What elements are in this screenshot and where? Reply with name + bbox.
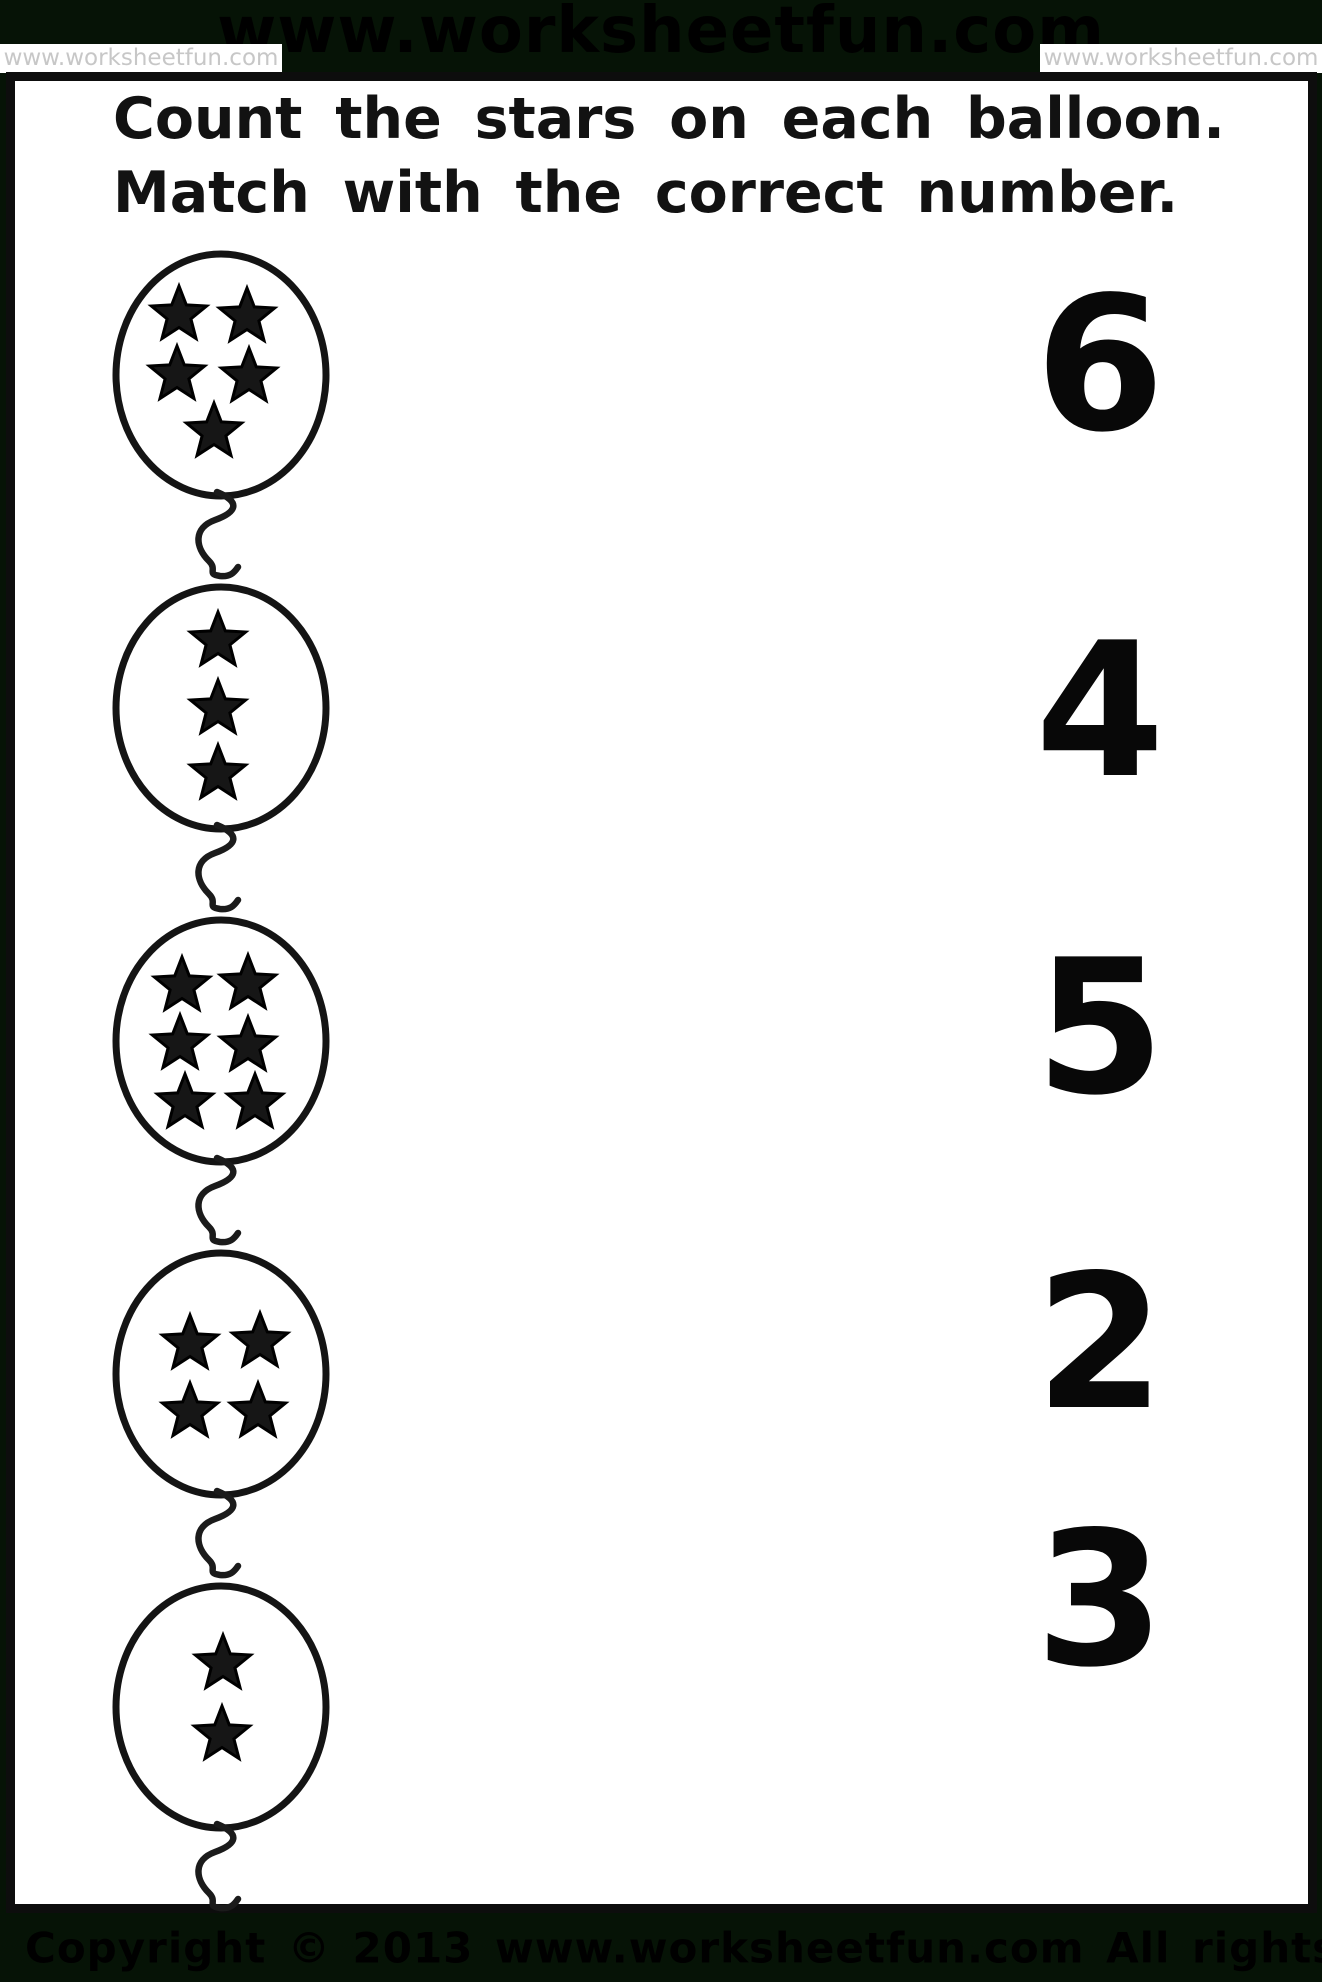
copyright-band: Copyright © 2013 www.worksheetfun.com Al… — [0, 1913, 1322, 1982]
watermark-large-text: www.worksheetfun.com — [217, 0, 1105, 68]
watermark-right-text: www.worksheetfun.com — [1043, 45, 1319, 71]
watermark-box-left: www.worksheetfun.com — [0, 44, 282, 73]
watermark-left-text: www.worksheetfun.com — [3, 45, 279, 71]
title-line-2: Match with the correct number. — [113, 160, 1179, 226]
worksheet-page — [6, 72, 1317, 1913]
title-line-1: Count the stars on each balloon. — [113, 86, 1225, 152]
copyright-text: Copyright © 2013 www.worksheetfun.com Al… — [25, 1923, 1322, 1972]
top-watermark-band: www.worksheetfun.com — [0, 0, 1322, 72]
watermark-box-right: www.worksheetfun.com — [1040, 44, 1322, 73]
worksheet-title: Count the stars on each balloon. Match w… — [113, 82, 1225, 230]
